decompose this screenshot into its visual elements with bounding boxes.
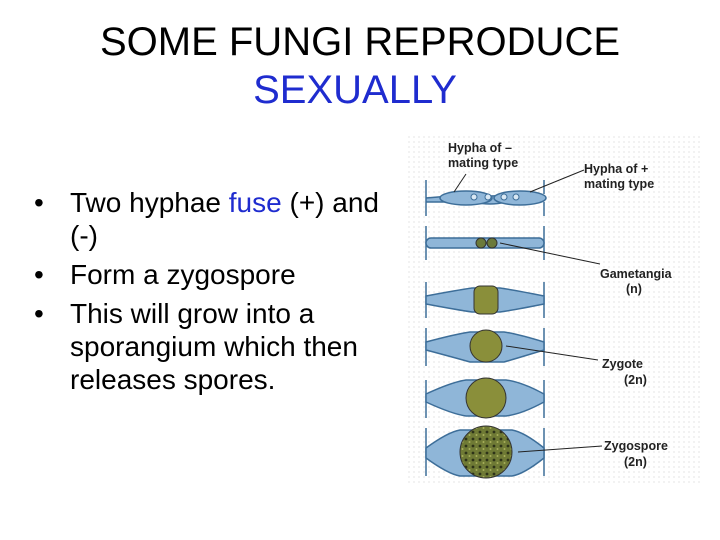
- bullet-dot-icon: •: [34, 187, 44, 218]
- label-hypha-minus-line1: Hypha of –: [448, 141, 512, 155]
- bullet-highlight: fuse: [228, 187, 282, 218]
- label-zygote: Zygote: [602, 357, 643, 371]
- label-hypha-plus-line1: Hypha of +: [584, 162, 648, 176]
- bullet-list: • Two hyphae fuse (+) and (-) • Form a z…: [30, 186, 390, 402]
- bullet-item: • This will grow into a sporangium which…: [30, 297, 390, 396]
- title-line-1: SOME FUNGI REPRODUCE: [99, 20, 621, 64]
- label-hypha-minus-line2: mating type: [448, 156, 518, 170]
- hyphae-row-gametangia: [425, 226, 545, 260]
- title-line-2: SEXUALLY: [253, 68, 457, 112]
- label-zygote-ploidy: (2n): [624, 373, 647, 387]
- bullet-dot-icon: •: [34, 259, 44, 290]
- slide-title: SOME FUNGI REPRODUCE SEXUALLY: [0, 18, 720, 114]
- bullet-text: (+) and (-): [70, 187, 379, 251]
- fungi-life-cycle-figure: Hypha of – mating type Hypha of + mating…: [408, 136, 700, 484]
- bullet-item: • Two hyphae fuse (+) and (-): [30, 186, 390, 252]
- hyphae-row-fusion: [425, 282, 545, 318]
- hyphae-diagram: Hypha of – mating type Hypha of + mating…: [408, 136, 700, 484]
- bullet-text: This will grow into a sporangium which t…: [70, 298, 358, 395]
- label-gametangia-ploidy: (n): [626, 282, 642, 296]
- hyphae-row-separate: [425, 180, 547, 216]
- bullet-item: • Form a zygospore: [30, 258, 390, 291]
- bullet-text: Two hyphae: [70, 187, 229, 218]
- label-hypha-plus-line2: mating type: [584, 177, 654, 191]
- label-zygospore-ploidy: (2n): [624, 455, 647, 469]
- hyphae-row-zygote: [425, 328, 545, 366]
- hyphae-row-zygote-growing: [425, 377, 545, 419]
- label-leader-lines: [453, 169, 603, 453]
- label-zygospore: Zygospore: [604, 439, 668, 453]
- bullet-dot-icon: •: [34, 298, 44, 329]
- bullet-text: Form a zygospore: [70, 259, 296, 290]
- label-gametangia: Gametangia: [600, 267, 673, 281]
- hyphae-row-zygospore: [425, 425, 545, 479]
